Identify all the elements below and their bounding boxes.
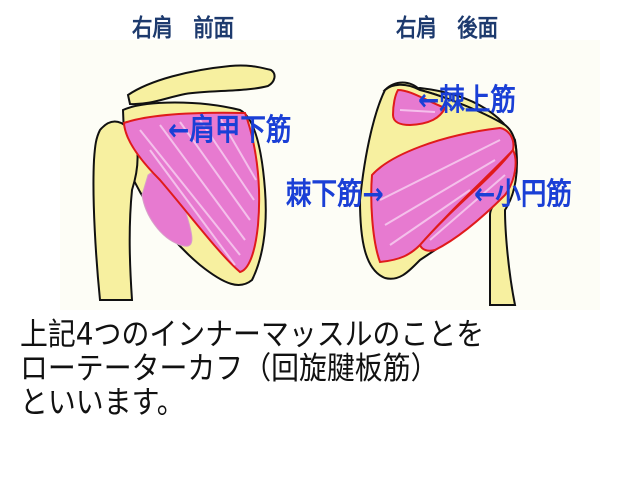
- teres-minor-muscle: [418, 148, 517, 252]
- supraspinatus-muscle: [391, 88, 447, 127]
- caption-line-1: 上記4つのインナーマッスルのことを: [20, 317, 485, 353]
- front-view-title: 右肩 前面: [132, 14, 234, 42]
- front-view-drawing: [92, 64, 276, 301]
- back-view-drawing: [358, 81, 518, 306]
- label-supraspinatus: ←棘上筋: [418, 83, 516, 118]
- caption-line-2: ローテーターカフ（回旋腱板筋）: [20, 351, 439, 387]
- infraspinatus-muscle: [370, 126, 515, 264]
- caption-line-3: といいます。: [20, 385, 185, 421]
- label-teres-minor: ←小円筋: [474, 177, 572, 212]
- clavicle-bone: [126, 64, 276, 106]
- back-view-title: 右肩 後面: [396, 14, 498, 42]
- caption: 上記4つのインナーマッスルのことを ローテーターカフ（回旋腱板筋） といいます。: [20, 318, 484, 420]
- label-infraspinatus: 棘下筋→: [286, 177, 384, 212]
- label-subscapularis: ←肩甲下筋: [168, 113, 292, 148]
- humerus-bone: [92, 120, 139, 301]
